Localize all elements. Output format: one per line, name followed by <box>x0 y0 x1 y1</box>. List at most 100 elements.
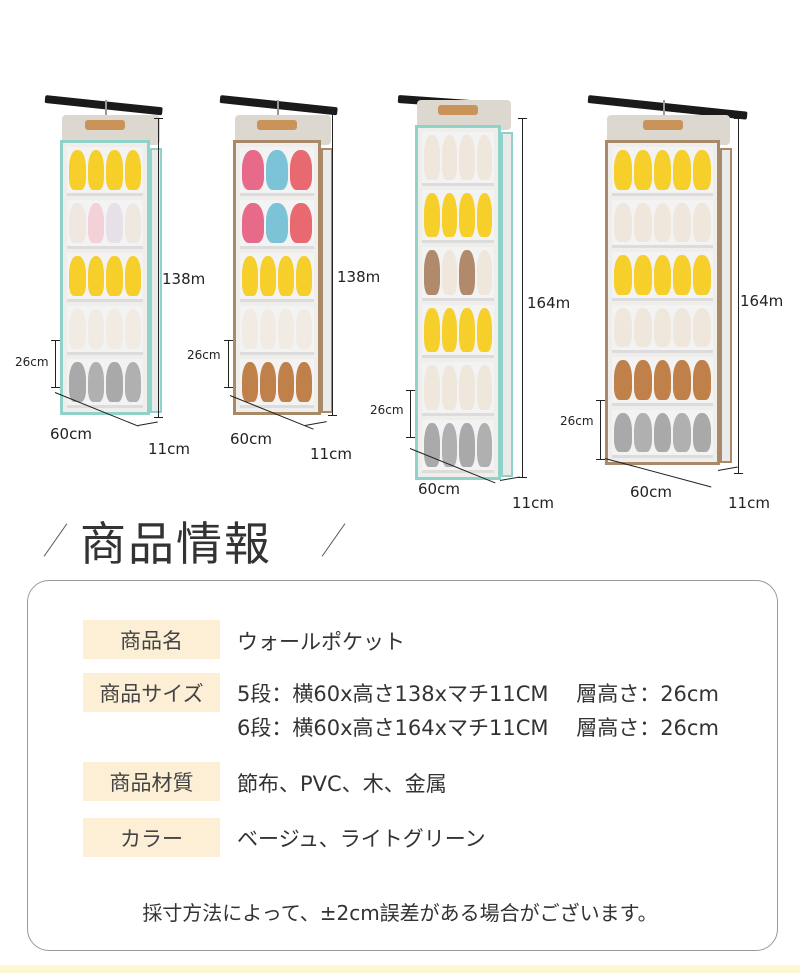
plush-toy <box>278 309 294 349</box>
plush-toy <box>653 202 672 242</box>
plush-toy <box>87 256 104 296</box>
plush-toy <box>260 256 276 296</box>
plush-toy <box>266 150 288 190</box>
height-dimension-line <box>328 108 337 416</box>
width-label: 60cm <box>230 430 272 448</box>
plush-toy <box>106 256 123 296</box>
hanger-hook <box>277 100 279 122</box>
plush-toy <box>459 365 475 410</box>
plush-toy <box>693 150 711 190</box>
wooden-hanger <box>85 120 125 130</box>
height-label: 138m <box>337 268 381 286</box>
plush-toy <box>242 362 258 402</box>
section-title: 商品情報 <box>80 517 272 571</box>
label-material: 商品材質 <box>83 762 220 801</box>
tier-dimension-line <box>51 340 60 388</box>
plush-toy <box>441 135 457 180</box>
depth-label: 11cm <box>512 494 554 512</box>
tier-height-label: 26cm <box>15 355 49 369</box>
pocket-row <box>67 253 143 302</box>
pocket-row <box>422 304 494 358</box>
plush-toy <box>124 256 141 296</box>
plush-toy <box>673 202 692 242</box>
plush-toy <box>296 309 312 349</box>
plush-toy <box>69 150 86 190</box>
pocket-row <box>612 409 713 458</box>
plush-toy <box>106 309 123 349</box>
plush-toy <box>87 362 104 402</box>
pocket-row <box>240 306 314 355</box>
plush-toy <box>614 255 632 295</box>
label-product-name: 商品名 <box>83 620 220 659</box>
bottom-strip <box>0 965 800 973</box>
tier-dimension-line <box>596 400 605 460</box>
label-product-size: 商品サイズ <box>83 673 220 712</box>
pocket-row <box>422 362 494 416</box>
pocket-row <box>422 419 494 473</box>
height-dimension-line <box>518 118 527 478</box>
value-size-6-tier: 6段：横60x高さ164xマチ11CM 層高さ：26cm <box>237 716 719 740</box>
plush-toy <box>653 255 672 295</box>
hanging-rod <box>44 95 163 116</box>
plush-toy <box>633 412 652 452</box>
plush-toy <box>441 192 457 237</box>
measurement-note: 採寸方法によって、±2cm誤差がある場合がございます。 <box>142 901 658 925</box>
hanger-hook <box>105 100 107 122</box>
plush-toy <box>87 203 104 243</box>
pocket-row <box>612 199 713 248</box>
plush-toy <box>476 422 492 467</box>
tier-dimension-line <box>224 340 233 388</box>
plush-toy <box>69 203 86 243</box>
decorative-slash-left <box>43 523 68 557</box>
plush-toy <box>459 135 475 180</box>
plush-toy <box>653 360 672 400</box>
value-color: ベージュ、ライトグリーン <box>237 827 486 851</box>
plush-toy <box>290 203 312 243</box>
organizer-5-tier-beige <box>233 140 321 415</box>
pocket-row <box>612 252 713 301</box>
organizer-side-panel <box>501 132 513 477</box>
pocket-row <box>240 200 314 249</box>
plush-toy <box>69 309 86 349</box>
plush-toy <box>424 135 440 180</box>
plush-toy <box>106 203 123 243</box>
plush-toy <box>693 255 711 295</box>
height-label: 164m <box>740 292 784 310</box>
depth-label: 11cm <box>728 494 770 512</box>
height-dimension-line <box>154 118 163 418</box>
plush-toy <box>693 412 711 452</box>
plush-toy <box>693 202 711 242</box>
depth-dimension-line <box>137 421 158 426</box>
pocket-row <box>422 189 494 243</box>
plush-toy <box>278 256 294 296</box>
pocket-row <box>240 147 314 196</box>
plush-toy <box>242 309 258 349</box>
plush-toy <box>673 412 692 452</box>
organizer-5-tier-lightgreen <box>60 140 150 415</box>
plush-toy <box>459 307 475 352</box>
wooden-hanger <box>257 120 297 130</box>
plush-toy <box>693 307 711 347</box>
height-dimension-line <box>734 118 743 474</box>
plush-toy <box>87 309 104 349</box>
depth-label: 11cm <box>148 440 190 458</box>
plush-toy <box>633 307 652 347</box>
plush-toy <box>673 360 692 400</box>
plush-toy <box>296 362 312 402</box>
plush-toy <box>124 203 141 243</box>
pocket-row <box>240 359 314 408</box>
plush-toy <box>424 307 440 352</box>
width-label: 60cm <box>630 483 672 501</box>
plush-toy <box>278 362 294 402</box>
label-color: カラー <box>83 818 220 857</box>
depth-label: 11cm <box>310 445 352 463</box>
organizer-6-tier-lightgreen <box>415 125 501 480</box>
plush-toy <box>296 256 312 296</box>
height-label: 164m <box>527 294 571 312</box>
plush-toy <box>693 360 711 400</box>
plush-toy <box>87 150 104 190</box>
depth-dimension-line <box>304 421 327 426</box>
product-info-panel <box>27 580 778 951</box>
plush-toy <box>424 192 440 237</box>
organizer-side-panel <box>150 148 162 413</box>
